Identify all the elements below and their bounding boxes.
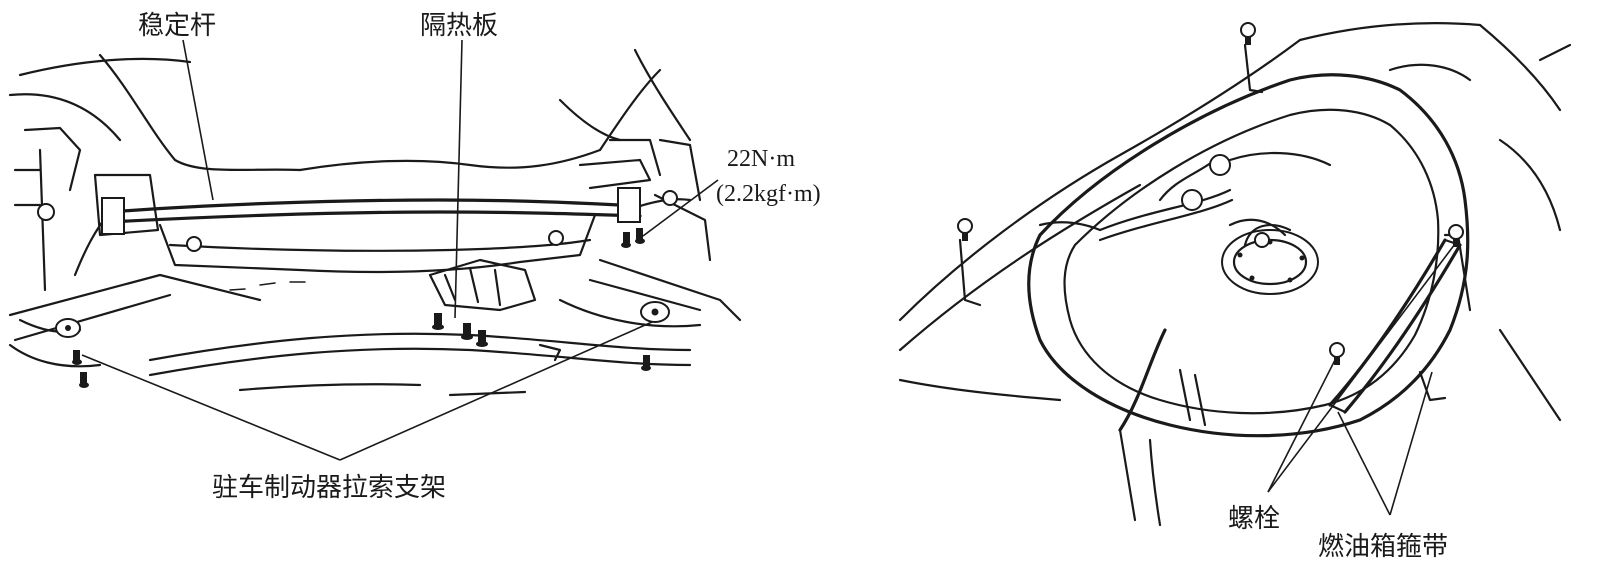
torque-value-nm: 22N·m	[727, 146, 795, 172]
bolt-icon	[1240, 22, 1256, 45]
label-stabilizer-bar: 稳定杆	[138, 11, 216, 41]
bolt-icon	[1329, 342, 1345, 365]
label-bolt: 螺栓	[1228, 504, 1280, 534]
bolt-icon	[476, 330, 488, 347]
bolt-icon	[957, 218, 973, 241]
bolt-icon	[461, 323, 473, 340]
left-view-underbody-drawing	[8, 48, 742, 397]
bolt-icon	[641, 355, 651, 371]
bolt-icon	[432, 313, 444, 330]
label-parking-brake-cable-bracket: 驻车制动器拉索支架	[212, 473, 446, 503]
bolt-icon	[621, 232, 631, 248]
bolt-icon	[72, 350, 82, 365]
label-heat-shield: 隔热板	[420, 11, 498, 41]
right-view-fuel-tank-drawing	[898, 22, 1572, 527]
torque-value-kgfm: (2.2kgf·m)	[716, 181, 821, 207]
right-leader-lines	[1267, 239, 1459, 516]
bolt-icon	[635, 228, 645, 244]
bolt-icon	[79, 372, 89, 388]
left-leader-lines	[81, 39, 719, 461]
label-fuel-tank-strap: 燃油箱箍带	[1318, 532, 1448, 562]
